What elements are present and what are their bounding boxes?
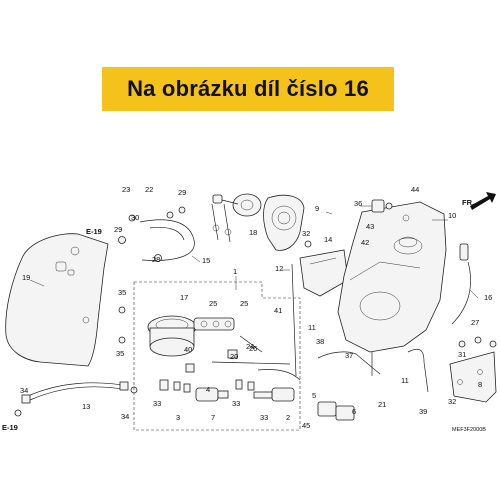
assembly-group-outline: [133, 281, 301, 431]
callout-18: 18: [249, 228, 257, 237]
reference-label-e19-bottom: E-19: [2, 423, 18, 432]
callout-35a: 35: [118, 288, 126, 297]
callout-14: 14: [324, 235, 332, 244]
callout-33c: 33: [260, 413, 268, 422]
callout-27: 27: [471, 318, 479, 327]
leader-lines: [29, 205, 479, 299]
callout-10: 10: [448, 211, 456, 220]
fuel-filter-parts: [159, 335, 355, 421]
fuel-pump-assembly: [147, 315, 235, 357]
callout-31: 31: [458, 350, 466, 359]
callout-11b: 11: [401, 376, 409, 385]
callout-24: 24: [246, 342, 254, 351]
callout-19: 19: [22, 273, 30, 282]
callout-33b: 33: [232, 399, 240, 408]
breather-tube: [21, 381, 129, 404]
callout-numbers: 1 2 3 4 5 6 7 8 9 10 11 11 12 13 14 15 1…: [20, 185, 492, 430]
callout-45: 45: [302, 421, 310, 430]
callout-2: 2: [286, 413, 290, 422]
callout-34a: 34: [20, 386, 28, 395]
callout-40: 40: [184, 345, 192, 354]
banner-text: Na obrázku díl číslo 16: [127, 76, 369, 101]
callout-15: 15: [202, 256, 210, 265]
callout-22: 22: [145, 185, 153, 194]
callout-33a: 33: [153, 399, 161, 408]
hoses-and-pipes: [139, 219, 471, 393]
callout-26: 26: [249, 344, 257, 353]
diagram-code: MEF3F2000B: [452, 427, 486, 433]
fuel-tank: [337, 199, 447, 353]
part-number-banner: Na obrázku díl číslo 16: [102, 67, 394, 111]
callout-25b: 25: [240, 299, 248, 308]
front-direction-arrow: FR.: [462, 192, 496, 210]
callout-21: 21: [378, 400, 386, 409]
callout-3: 3: [176, 413, 180, 422]
callout-9: 9: [315, 204, 319, 213]
callout-44: 44: [411, 185, 419, 194]
callout-1: 1: [233, 267, 237, 276]
reference-label-e19-top: E-19: [86, 227, 102, 236]
callout-36: 36: [354, 199, 362, 208]
callout-4: 4: [206, 385, 210, 394]
callout-13: 13: [82, 402, 90, 411]
callout-16: 16: [484, 293, 492, 302]
callout-37: 37: [345, 351, 353, 360]
callout-28: 28: [152, 255, 160, 264]
side-cover-right: [449, 351, 497, 403]
fasteners: [14, 202, 497, 417]
callout-6: 6: [352, 407, 356, 416]
front-direction-label: FR.: [462, 198, 474, 207]
callout-38: 38: [316, 337, 324, 346]
callout-42: 42: [361, 238, 369, 247]
callout-23: 23: [122, 185, 130, 194]
callout-30: 30: [131, 213, 139, 222]
callout-11a: 11: [308, 323, 316, 332]
callout-41: 41: [274, 306, 282, 315]
callout-5: 5: [312, 391, 316, 400]
callout-12: 12: [275, 264, 283, 273]
callout-32a: 32: [302, 229, 310, 238]
callout-35b: 35: [116, 349, 124, 358]
callout-29b: 29: [114, 225, 122, 234]
filler-cap-and-keys: [211, 193, 262, 243]
tank-top-cover: [263, 194, 305, 251]
side-cover-panel: [5, 233, 109, 367]
callout-8: 8: [478, 380, 482, 389]
callout-43: 43: [366, 222, 374, 231]
callout-34b: 34: [121, 412, 129, 421]
callout-20: 20: [230, 352, 238, 361]
callout-17: 17: [180, 293, 188, 302]
callout-39: 39: [419, 407, 427, 416]
callout-32b: 32: [448, 397, 456, 406]
bracket: [299, 249, 349, 297]
callout-29a: 29: [178, 188, 186, 197]
callout-25a: 25: [209, 299, 217, 308]
callout-7: 7: [211, 413, 215, 422]
